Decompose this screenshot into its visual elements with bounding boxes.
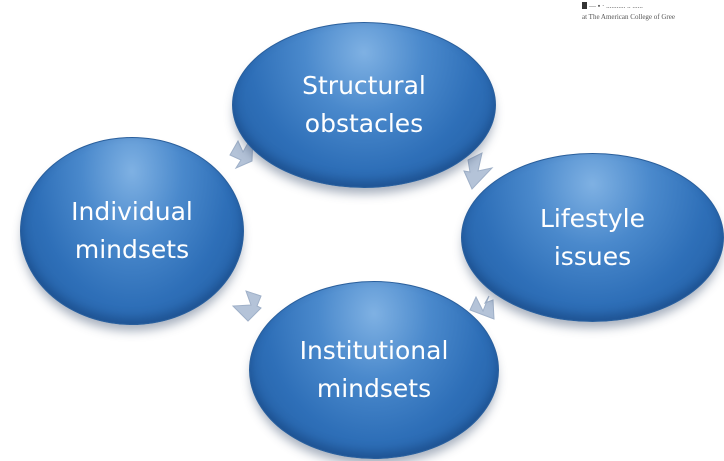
header-line-2: at The American College of Gree (582, 13, 675, 21)
header-text-fragment: — ▪ · ........... .. ...... at The Ameri… (582, 0, 724, 26)
node-label: Individual mindsets (71, 197, 193, 264)
arrow-structural-to-lifestyle (463, 152, 494, 190)
logo-mark-icon (582, 2, 587, 9)
node-institutional-mindsets: Institutional mindsets (249, 281, 499, 459)
arrow-institutional-to-individual (231, 290, 262, 322)
node-lifestyle-issues: Lifestyle issues (461, 153, 724, 322)
node-individual-mindsets: Individual mindsets (20, 137, 244, 325)
node-label: Structural obstacles (302, 71, 426, 138)
node-label: Institutional mindsets (299, 336, 449, 403)
arrow-lifestyle-to-institutional (469, 295, 495, 320)
node-label: Lifestyle issues (539, 203, 645, 271)
header-line-1: — ▪ · ........... .. ...... (589, 2, 643, 10)
node-structural-obstacles: Structural obstacles (232, 22, 496, 188)
